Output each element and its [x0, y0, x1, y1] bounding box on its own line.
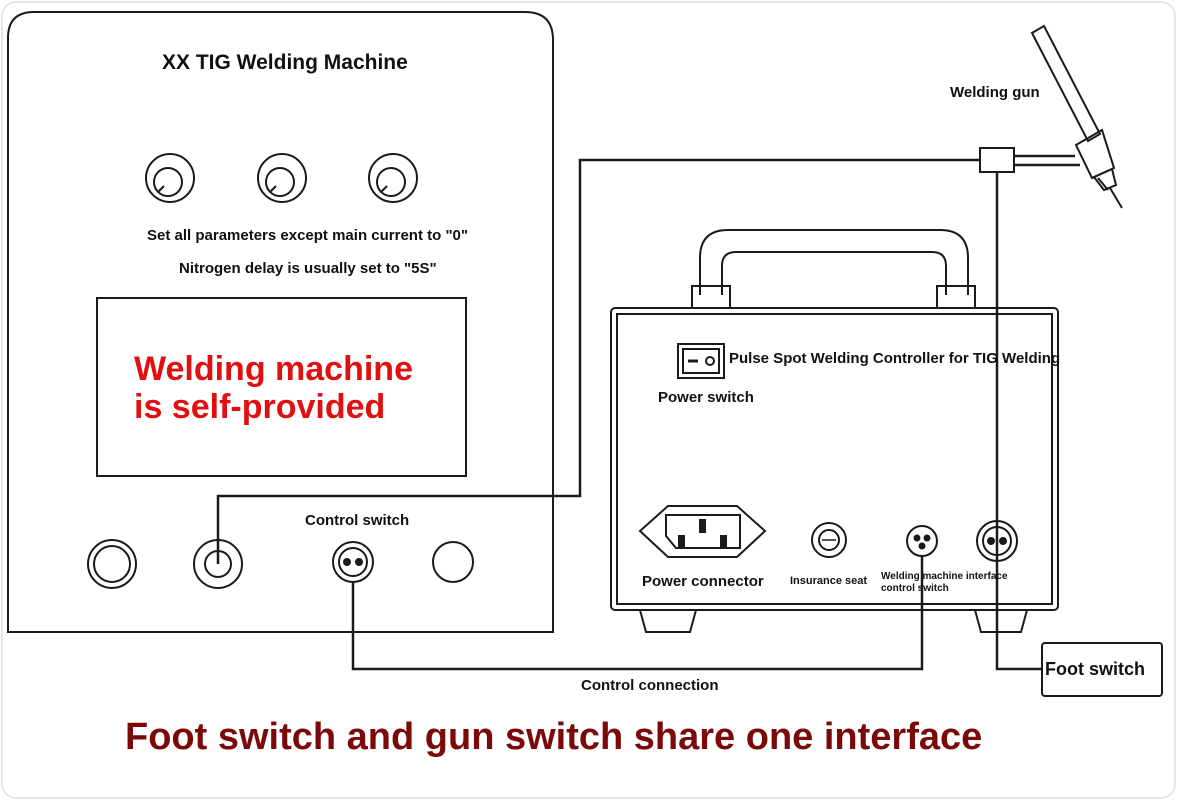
controller-handle [699, 229, 969, 295]
wires [216, 154, 1080, 671]
interface-control-label: Welding machine interface control switch [881, 571, 1008, 594]
display-panel [96, 297, 467, 477]
machine-title: XX TIG Welding Machine [162, 51, 408, 74]
welding-machine [7, 11, 554, 633]
fuse-icon [811, 522, 847, 558]
self-provided-note: Welding machine is self-provided [134, 350, 413, 426]
control-switch-socket [332, 541, 374, 583]
knob-icon [368, 153, 418, 203]
socket-icon [432, 541, 474, 583]
foot-switch-label: Foot switch [1045, 659, 1145, 679]
socket-icon [906, 525, 938, 557]
note-params: Set all parameters except main current t… [147, 227, 469, 244]
switch-icon [677, 343, 725, 379]
controller-title: Pulse Spot Welding Controller for TIG We… [729, 350, 1061, 367]
note-nitrogen: Nitrogen delay is usually set to "5S" [179, 260, 437, 277]
controller-body [610, 307, 1059, 611]
gun-wire [216, 158, 980, 564]
power-switch-label: Power switch [658, 389, 754, 406]
control-connection-label: Control connection [581, 677, 719, 694]
insurance-seat-label: Insurance seat [790, 575, 868, 587]
power-connector-label: Power connector [642, 573, 764, 590]
control-connection-wire [351, 556, 924, 671]
torch-icon [1030, 24, 1123, 209]
foot-switch-box [1041, 642, 1163, 697]
iec-connector-icon [638, 505, 767, 558]
control-switch-label: Control switch [305, 512, 410, 529]
knob-icon [145, 153, 195, 203]
knob-icon [257, 153, 307, 203]
foot-switch-wire [995, 172, 1042, 671]
gun-connector [979, 147, 1015, 173]
socket-icon [87, 539, 137, 589]
controller [610, 229, 1059, 633]
footer-banner: Foot switch and gun switch share one int… [125, 716, 983, 758]
welding-gun-label: Welding gun [950, 84, 1040, 101]
welding-machine-body [7, 11, 554, 633]
